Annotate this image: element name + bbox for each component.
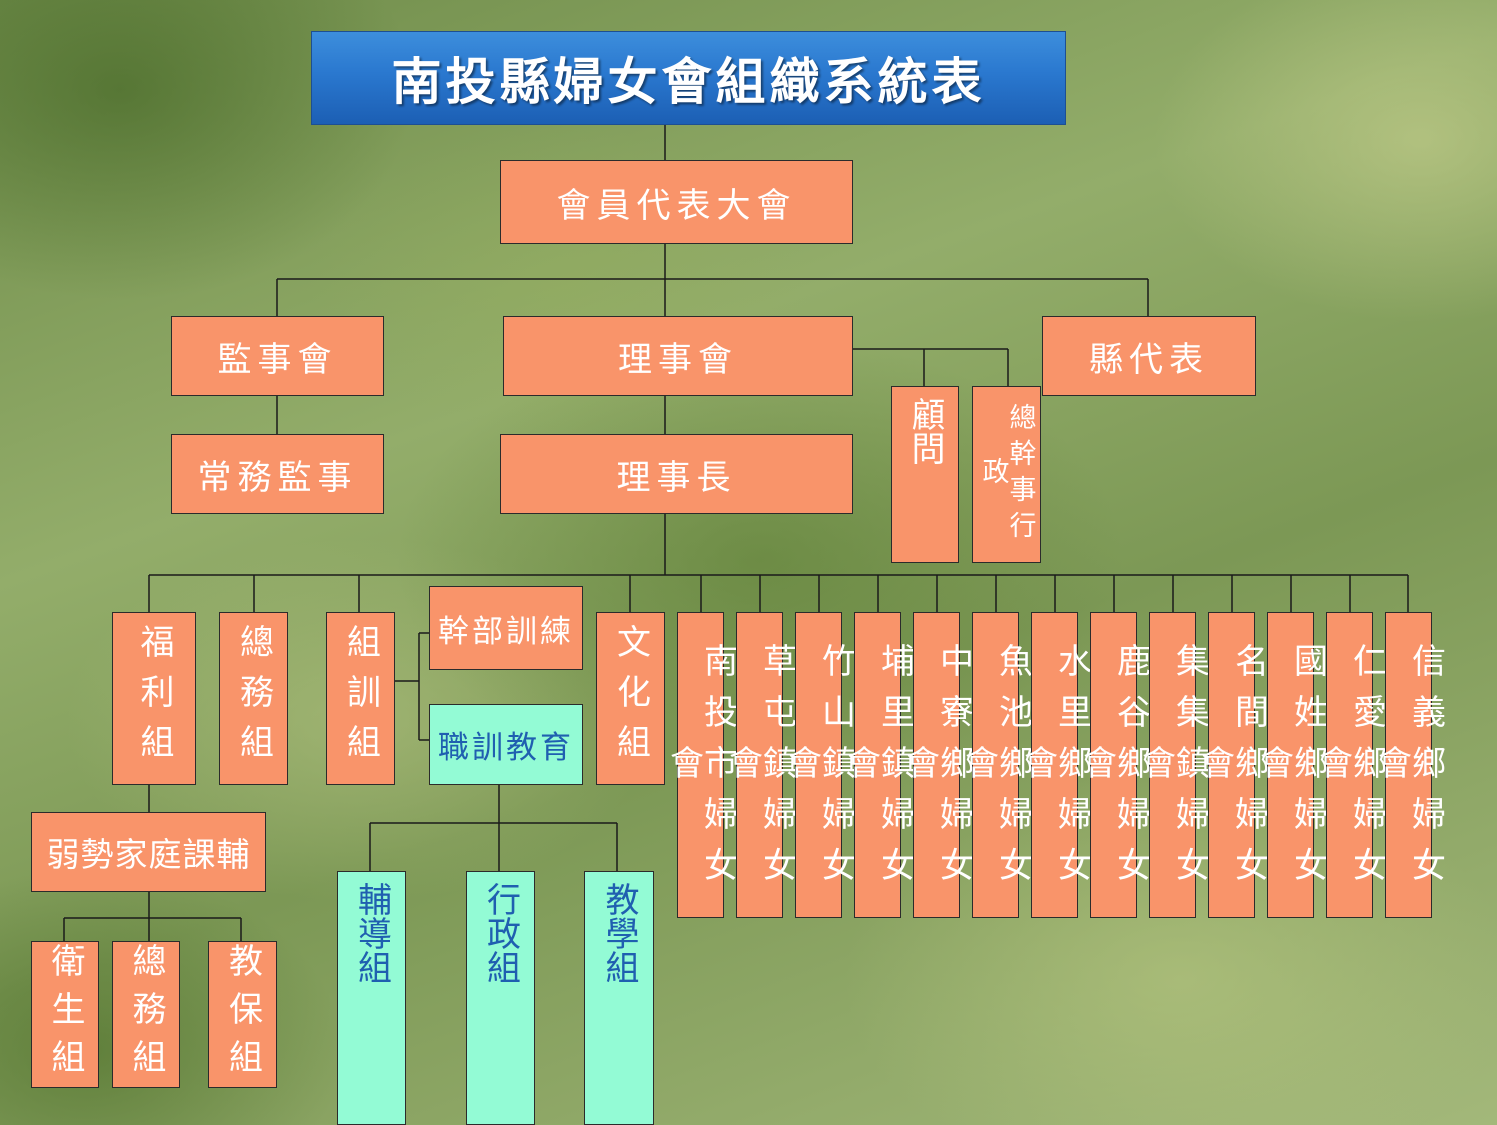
township-association: 南投市婦女會: [664, 612, 738, 918]
township-association: 埔里鎮婦女會: [841, 612, 915, 918]
chart-title: 南投縣婦女會組織系統表: [311, 31, 1066, 125]
node-culture: 文化組: [596, 612, 665, 785]
node-tutoring-general-affairs: 總務組: [112, 941, 180, 1088]
node-administration: 行政組: [466, 871, 535, 1125]
node-tutoring: 弱勢家庭課輔: [31, 812, 266, 892]
node-board: 理事會: [503, 316, 853, 396]
node-secretary-general: 總幹事行政: [972, 386, 1041, 563]
node-cadre-training: 幹部訓練: [429, 586, 583, 670]
township-association: 集集鎮婦女會: [1136, 612, 1210, 918]
township-association: 草屯鎮婦女會: [723, 612, 797, 918]
node-counseling: 輔導組: [337, 871, 406, 1125]
township-association: 中寮鄉婦女會: [900, 612, 974, 918]
node-welfare: 福利組: [112, 612, 196, 785]
node-organization-training: 組訓組: [326, 612, 395, 785]
township-association: 名間鄉婦女會: [1195, 612, 1269, 918]
node-assembly: 會員代表大會: [500, 160, 853, 244]
node-hygiene: 衛生組: [31, 941, 99, 1088]
township-association: 鹿谷鄉婦女會: [1077, 612, 1151, 918]
node-supervisors: 監事會: [171, 316, 384, 396]
node-chairman: 理事長: [500, 434, 853, 514]
township-association: 竹山鎮婦女會: [782, 612, 856, 918]
township-association: 國姓鄉婦女會: [1254, 612, 1328, 918]
node-standing-supervisor: 常務監事: [171, 434, 384, 514]
township-association: 水里鄉婦女會: [1018, 612, 1092, 918]
township-association: 仁愛鄉婦女會: [1313, 612, 1387, 918]
node-general-affairs: 總務組: [219, 612, 288, 785]
node-vocational-education: 職訓教育: [429, 704, 583, 785]
node-advisor: 顧問: [891, 386, 959, 563]
node-teaching: 教學組: [584, 871, 654, 1125]
node-childcare: 教保組: [208, 941, 277, 1088]
node-county-reps: 縣代表: [1042, 316, 1256, 396]
township-association: 信義鄉婦女會: [1372, 612, 1446, 918]
township-association: 魚池鄉婦女會: [959, 612, 1033, 918]
